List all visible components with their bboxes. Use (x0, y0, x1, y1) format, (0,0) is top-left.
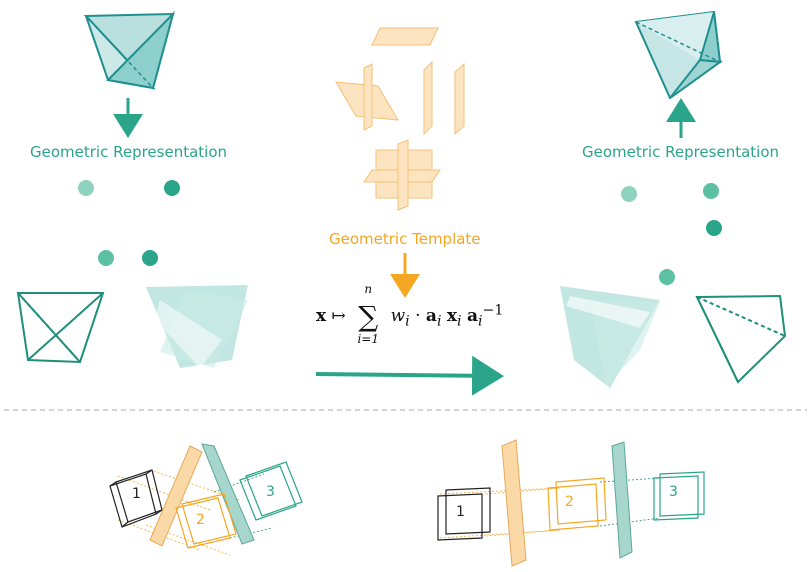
box-1-right-label: 1 (456, 504, 465, 520)
right-dot-3 (706, 220, 722, 236)
left-dot-2 (164, 180, 180, 196)
box-2-right-label: 2 (565, 494, 574, 510)
formula-a-sub: i (436, 313, 442, 330)
formula-w-sub: i (405, 313, 410, 330)
left-top-tetrahedron (83, 10, 175, 91)
formula-mapsto: ↦ (331, 306, 346, 326)
orange-plane-right (501, 439, 527, 567)
left-dot-4 (142, 250, 158, 266)
right-wire-tetrahedron (695, 294, 787, 384)
box-3-left (239, 461, 303, 521)
formula-a: a (425, 306, 437, 326)
box-1-right (437, 487, 491, 541)
formula-dot: · (415, 306, 421, 326)
formula-x-sub: i (457, 313, 462, 330)
right-plane-shapes (560, 286, 660, 388)
formula-a2: a (466, 306, 478, 326)
bottom-left-scene (109, 443, 303, 556)
right-dot-2 (703, 183, 719, 199)
transform-right-arrow (315, 355, 504, 396)
right-dot-1 (621, 186, 637, 202)
formula-inverse: −1 (482, 302, 504, 319)
template-planes (335, 27, 465, 211)
left-wire-tetrahedron (16, 292, 105, 364)
teal-plane-right (611, 441, 633, 559)
formula-w: w (390, 306, 406, 326)
sum-upper: n (364, 282, 373, 296)
bottom-right-scene (437, 439, 705, 567)
left-representation-label: Geometric Representation (30, 143, 228, 161)
box-1-left (109, 469, 163, 528)
left-dot-3 (98, 250, 114, 266)
formula-x: x (316, 306, 327, 326)
right-top-tetrahedron (634, 10, 723, 100)
formula-xi: x (446, 306, 458, 326)
box-3-right-label: 3 (669, 484, 678, 500)
box-2-left-label: 2 (196, 512, 205, 528)
left-plane-shapes (146, 285, 248, 368)
right-representation-label: Geometric Representation (582, 143, 780, 161)
box-2-left (175, 493, 237, 549)
box-3-left-label: 3 (266, 484, 275, 500)
box-2-right (547, 477, 607, 531)
right-dot-4 (659, 269, 675, 285)
left-dot-1 (78, 180, 94, 196)
box-3-right (653, 471, 705, 521)
sum-lower: i=1 (357, 332, 379, 346)
template-label: Geometric Template (329, 230, 481, 248)
box-1-left-label: 1 (132, 486, 141, 502)
orange-plane-left (149, 445, 203, 547)
formula-a2-sub: i (477, 313, 483, 330)
